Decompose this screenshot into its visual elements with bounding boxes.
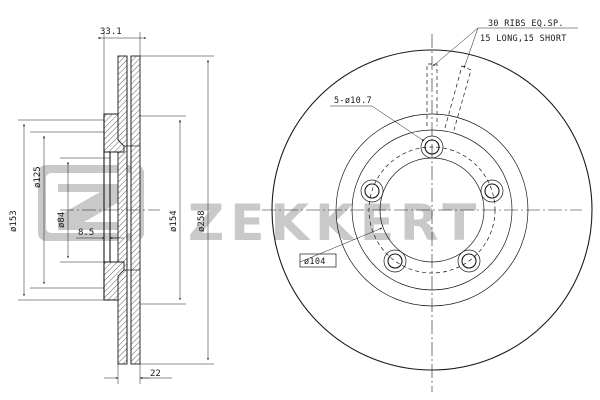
dim-hub-pcd-dia-label: ø125 [33, 166, 43, 188]
bolt-pcd-circle [368, 146, 496, 274]
vent-ribs [426, 63, 472, 131]
dim-outer-dia-label: ø258 [197, 210, 207, 232]
bolt-hole [387, 253, 403, 269]
dim-center-bore-dia-label: ø84 [57, 212, 67, 228]
bolt-hole [461, 253, 477, 269]
bolt-hole [484, 183, 500, 199]
bolt-holes-label: 5-ø10.7 [334, 96, 372, 106]
brand-watermark: ZEKKERT [38, 165, 482, 252]
dim-friction-inner-dia-label: ø154 [169, 210, 179, 232]
dim-width-label: 22 [150, 369, 161, 379]
bolt-holes [360, 135, 504, 273]
disc-outer-edge [271, 49, 593, 371]
pilot-dia-label: ø104 [304, 257, 326, 267]
front-view: 5-ø10.7 ø104 30 RIBS EQ.SP. 15 LONG,15 S… [262, 19, 593, 392]
brand-wordmark: ZEKKERT [188, 194, 482, 252]
friction-ring-inner [335, 113, 529, 307]
dim-hub-offset-label: 8.5 [78, 228, 94, 238]
hat-outer-circle [351, 129, 513, 291]
side-section-view: 33.1 22 8.5 ø153 ø125 ø84 ø154 [9, 27, 214, 384]
dim-thickness-label: 33.1 [100, 27, 122, 37]
dim-hat-outer-dia-label: ø153 [9, 210, 19, 232]
bolt-hole [364, 183, 380, 199]
ribs-note-line1: 30 RIBS EQ.SP. [488, 19, 564, 29]
bolt-hole [424, 139, 440, 155]
ribs-note-line2: 15 LONG,15 SHORT [480, 34, 567, 44]
